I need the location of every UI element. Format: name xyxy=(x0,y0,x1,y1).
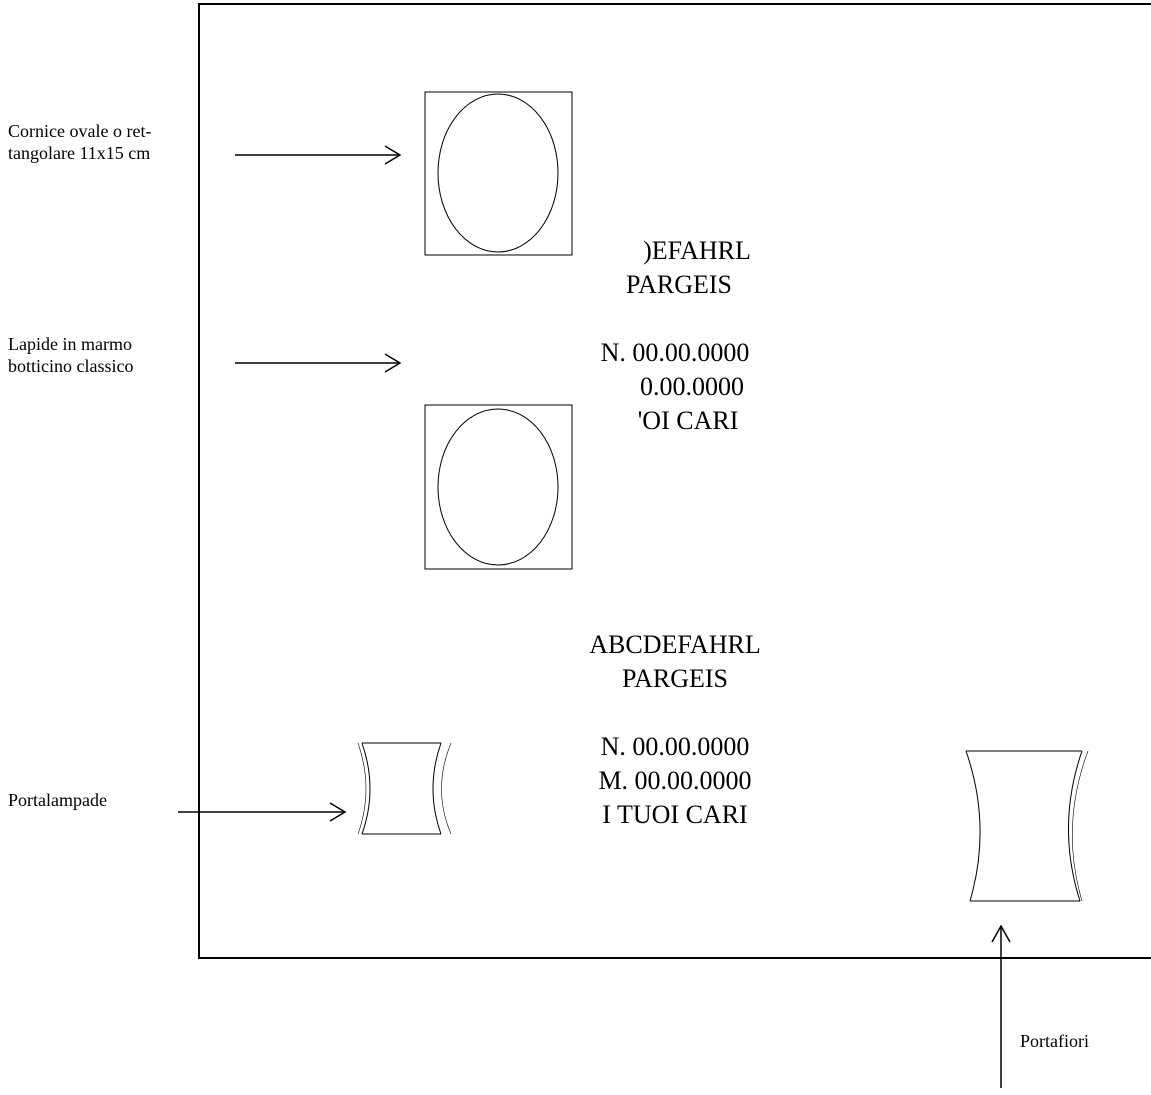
lower-inscription-line1: ABCDEFAHRL xyxy=(589,630,761,659)
flower-vase-shape xyxy=(965,750,1089,902)
upper-inscription-line1: )EFAHRL xyxy=(643,236,751,265)
upper-inscription-line2: PARGEIS xyxy=(626,270,732,299)
lower-inscription: ABCDEFAHRL PARGEIS N. 00.00.0000 M. 00.0… xyxy=(555,628,795,832)
frame-label-line1: Cornice ovale o ret- xyxy=(8,121,152,141)
photo-frame-lower xyxy=(424,404,573,570)
marble-slab-outline xyxy=(198,3,1151,959)
slab-label-line2: botticino classico xyxy=(8,356,134,376)
frame-label: Cornice ovale o ret- tangolare 11x15 cm xyxy=(8,120,151,164)
lamp-holder-label: Portalampade xyxy=(8,789,107,811)
frame-label-line2: tangolare 11x15 cm xyxy=(8,143,151,163)
slab-label: Lapide in marmo botticino classico xyxy=(8,333,133,377)
arrow-to-lamp-holder xyxy=(178,802,347,822)
upper-inscription-line3: N. 00.00.0000 xyxy=(600,338,750,367)
lower-inscription-line2: PARGEIS xyxy=(622,664,728,693)
lower-inscription-line4: M. 00.00.0000 xyxy=(598,766,752,795)
arrow-to-frame xyxy=(235,145,402,165)
lower-inscription-line3: N. 00.00.0000 xyxy=(600,732,750,761)
lamp-holder-label-text: Portalampade xyxy=(8,790,107,810)
vase-label: Portafiori xyxy=(1020,1030,1089,1052)
upper-inscription-line4: 0.00.0000 xyxy=(640,372,744,401)
arrow-to-slab xyxy=(235,353,402,373)
lamp-holder-shape xyxy=(357,742,452,835)
photo-frame-upper xyxy=(424,91,573,256)
vase-label-text: Portafiori xyxy=(1020,1031,1089,1051)
slab-label-line1: Lapide in marmo xyxy=(8,334,132,354)
lower-inscription-line5: I TUOI CARI xyxy=(602,800,748,829)
upper-inscription: )EFAHRL PARGEIS N. 00.00.0000 0.00.0000 … xyxy=(555,234,795,438)
arrow-to-vase xyxy=(991,924,1011,1088)
upper-inscription-line5: 'OI CARI xyxy=(637,406,739,435)
